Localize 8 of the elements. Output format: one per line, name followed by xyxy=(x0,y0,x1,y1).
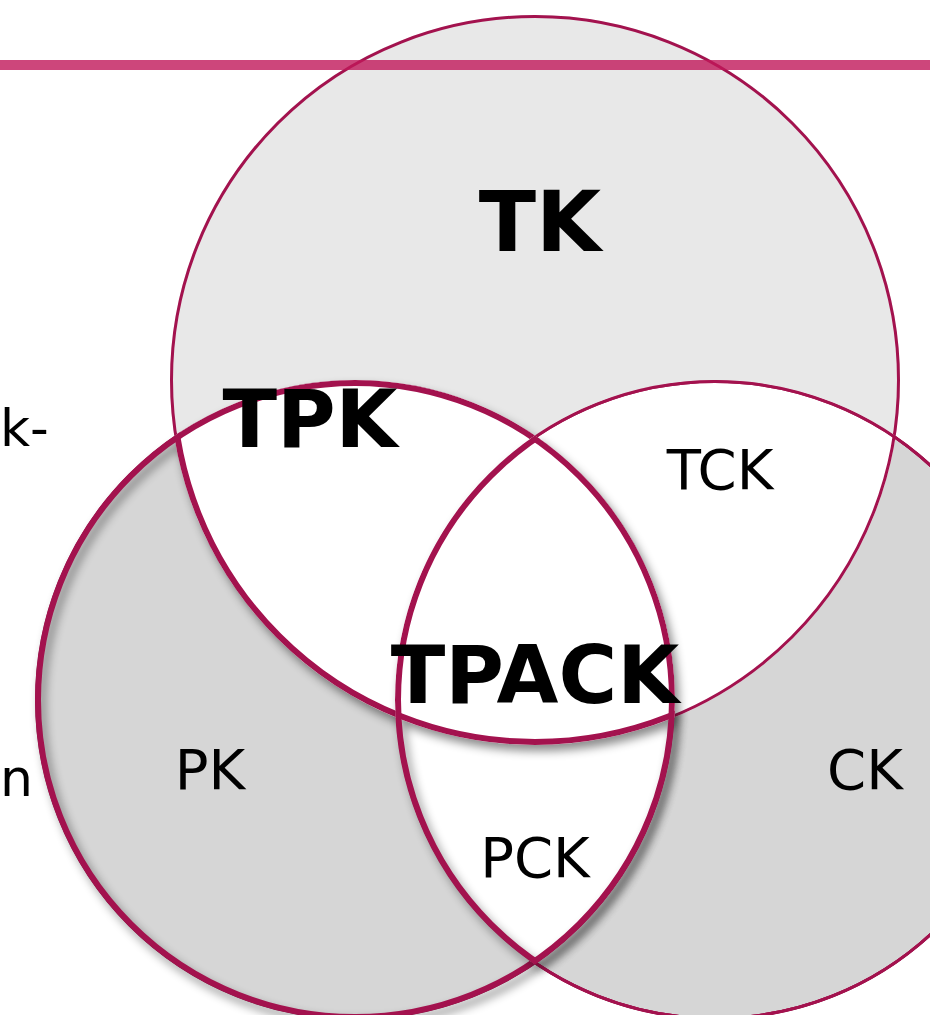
region-label: TCK xyxy=(666,442,774,498)
region-label: TK xyxy=(478,180,602,264)
text-fragment: k- xyxy=(0,402,49,454)
region-label: PK xyxy=(174,742,246,798)
region-label: CK xyxy=(827,742,903,798)
text-fragment: n xyxy=(0,752,33,804)
region-label: PCK xyxy=(480,830,590,886)
region-label: TPK xyxy=(222,380,398,460)
